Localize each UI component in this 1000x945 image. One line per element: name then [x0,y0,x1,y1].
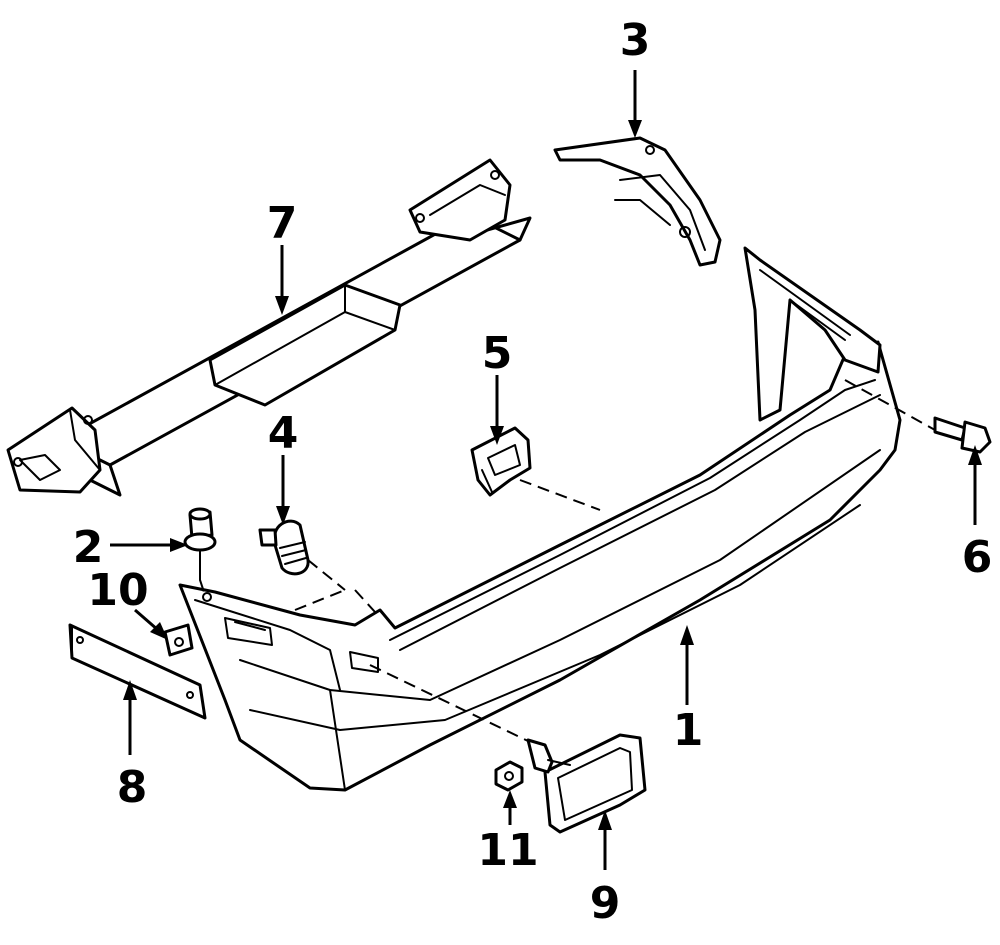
assembly-leader-lines [199,379,936,743]
callout-7: 7 [267,198,298,249]
part-4-side-marker-lamp [258,519,310,576]
callout-5: 5 [482,328,513,379]
callout-2: 2 [73,522,104,573]
part-2-push-retainer [183,507,217,581]
callout-11: 11 [477,825,538,876]
part-5-retainer-clip [470,426,532,497]
callout-3: 3 [620,15,651,66]
callout-labels: 1 2 3 4 5 6 7 8 9 10 11 [73,15,993,929]
part-3-side-bracket [553,136,722,267]
callout-arrows [110,70,982,870]
part-7-reinforcement-beam [6,158,532,497]
callout-8: 8 [117,762,148,813]
part-6-bolt [933,416,992,454]
callout-4: 4 [268,408,299,459]
callout-10: 10 [87,565,148,616]
part-1-bumper-cover [178,246,902,792]
callout-1: 1 [673,705,704,756]
callout-6: 6 [962,532,993,583]
part-11-nut [494,760,524,792]
part-9-reflector [526,733,647,834]
part-8-license-plate-bracket [68,623,207,720]
callout-9: 9 [590,878,621,929]
part-10-nut-clip [163,623,194,657]
